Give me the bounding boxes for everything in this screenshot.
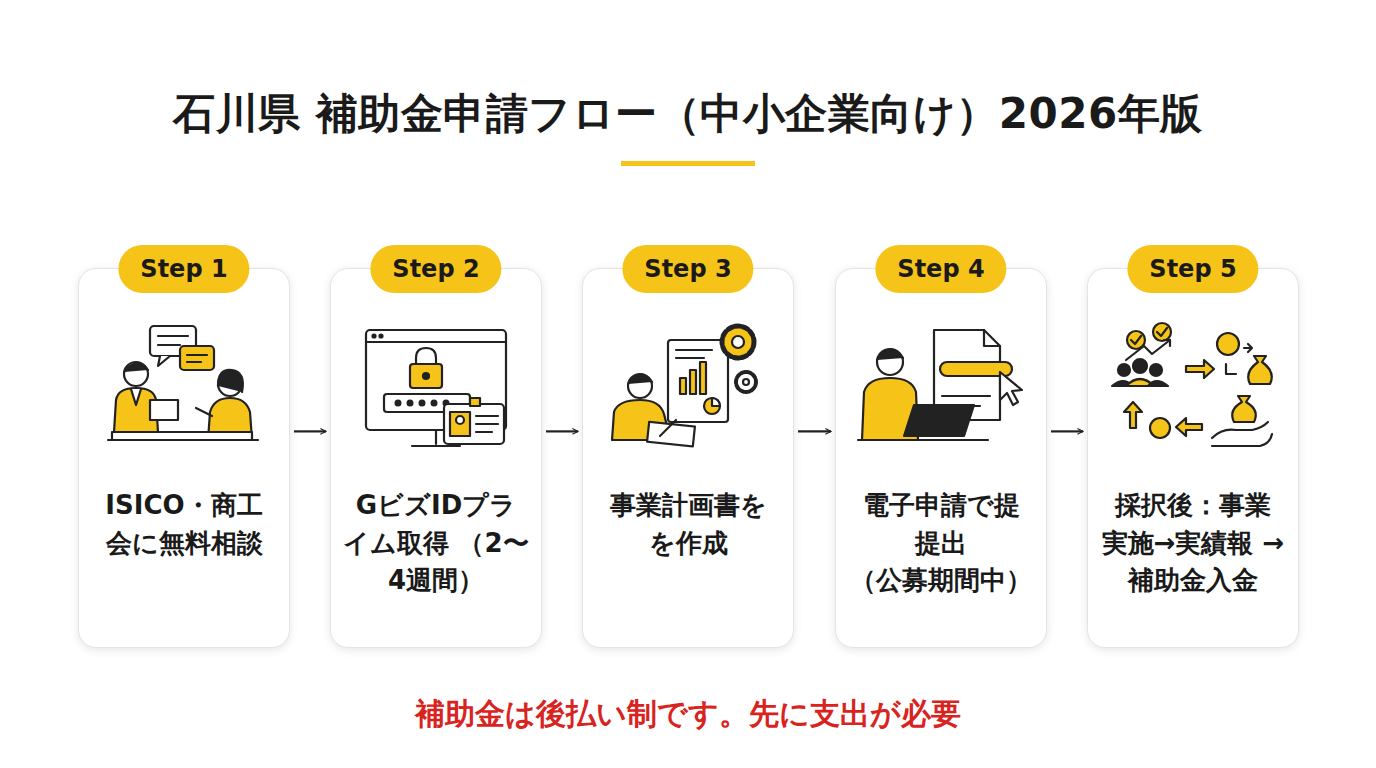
step-badge: Step 5 xyxy=(1127,245,1258,293)
step-description: ISICO・商工 会に無料相談 xyxy=(88,487,280,562)
flow-arrow xyxy=(294,430,326,432)
step-badge: Step 1 xyxy=(118,245,249,293)
step-badge: Step 2 xyxy=(370,245,501,293)
note-text: 補助金は後払い制です。先に支出が必要 xyxy=(0,694,1376,735)
title-underline xyxy=(621,161,755,166)
diagram-title: 石川県 補助金申請フロー（中小企業向け）2026年版 xyxy=(0,86,1376,142)
flow-arrow xyxy=(546,430,578,432)
step-card: Step 3事業計画書を を作成 xyxy=(582,268,794,648)
step-card: Step 4電子申請で提 提出 （公募期間中） xyxy=(835,268,1047,648)
step-description: GビズIDプラ イム取得 （2〜4週間） xyxy=(340,487,532,600)
flow-arrow xyxy=(1051,430,1083,432)
flow-arrow xyxy=(798,430,831,432)
step-badge: Step 3 xyxy=(622,245,753,293)
step-badge: Step 4 xyxy=(875,245,1006,293)
step-description: 電子申請で提 提出 （公募期間中） xyxy=(845,487,1037,600)
step-description: 事業計画書を を作成 xyxy=(592,487,784,562)
step-card: Step 5採択後：事業 実施→実績報 →補助金入金 xyxy=(1087,268,1299,648)
step-card: Step 2GビズIDプラ イム取得 （2〜4週間） xyxy=(330,268,542,648)
step-description: 採択後：事業 実施→実績報 →補助金入金 xyxy=(1097,487,1289,600)
step-card: Step 1ISICO・商工 会に無料相談 xyxy=(78,268,290,648)
